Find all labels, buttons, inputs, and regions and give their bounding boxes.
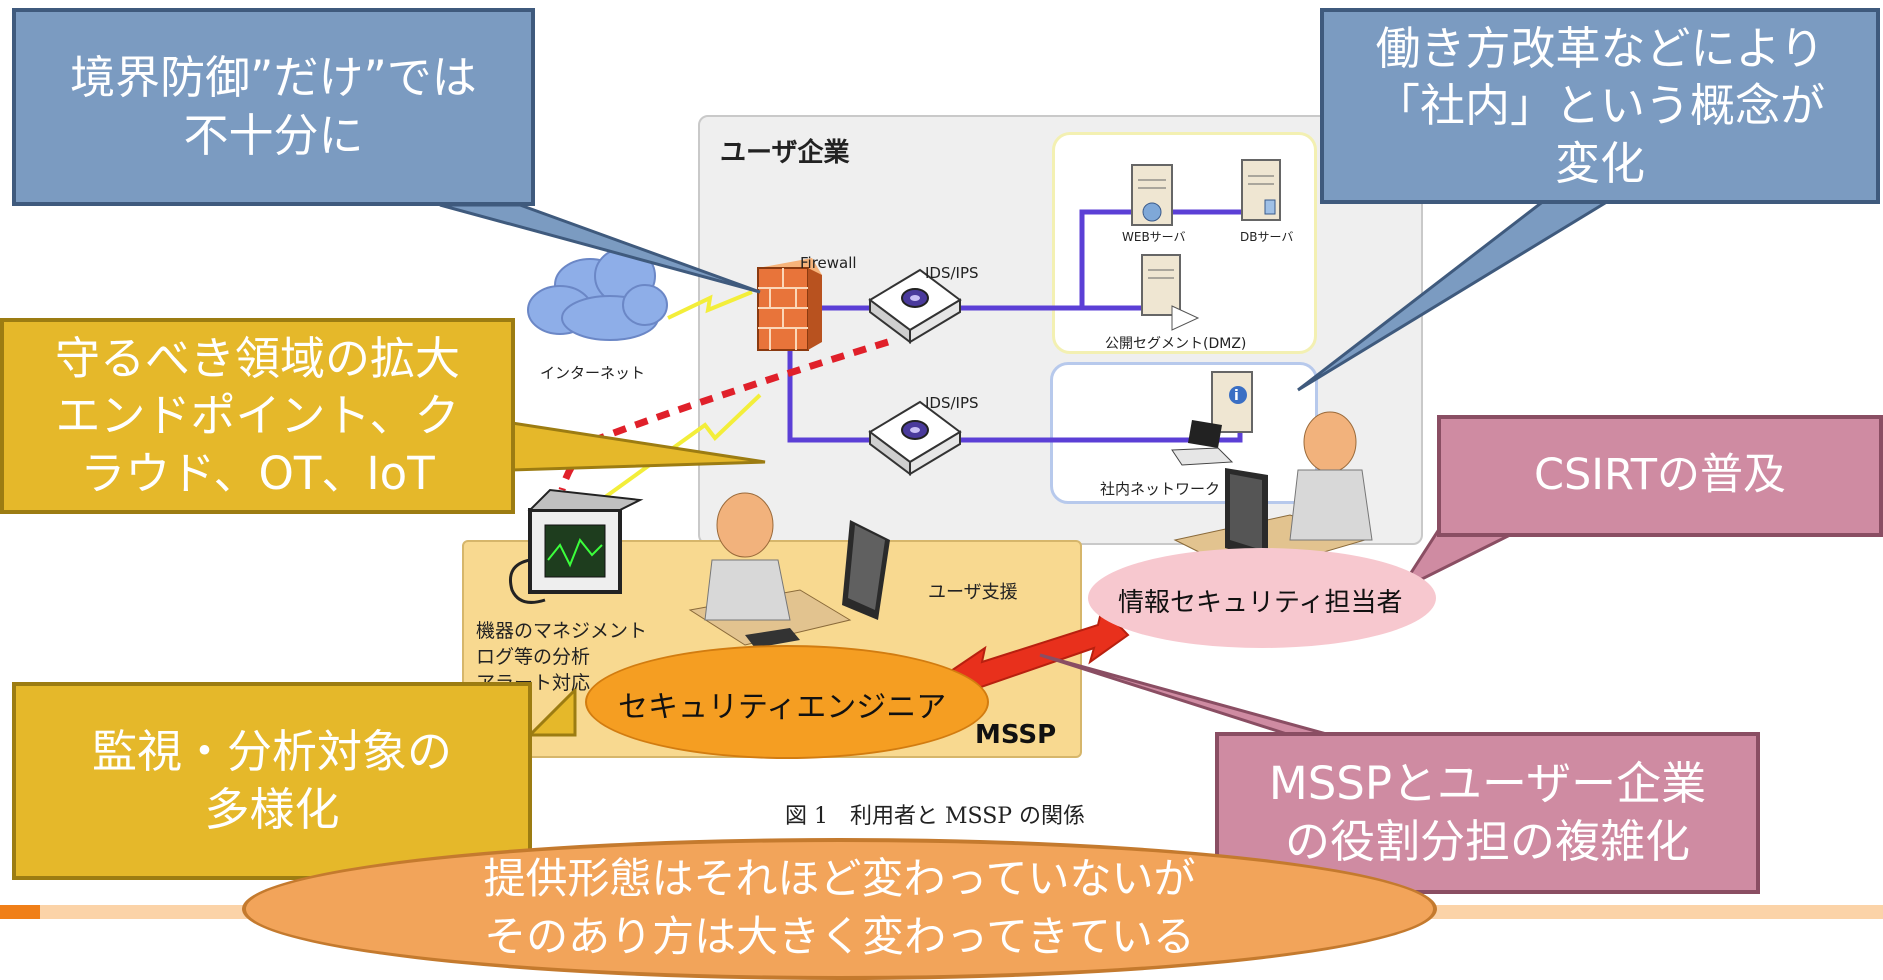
mssp-label: MSSP <box>975 720 1057 750</box>
internal-server-icon: i <box>1211 371 1253 433</box>
db-server-icon <box>1241 159 1281 221</box>
footer-accent <box>0 905 40 919</box>
ids-ips-device-icon-2 <box>868 400 962 476</box>
firewall-icon <box>757 258 822 351</box>
summary-ellipse: 提供形態はそれほど変わっていないが そのあり方は大きく変わってきている <box>242 838 1437 980</box>
web-server-label: WEBサーバ <box>1122 230 1186 244</box>
callout-monitoring: 監視・分析対象の 多様化 <box>12 682 532 880</box>
callout-tail-workstyle <box>1297 198 1616 392</box>
internal-network-label: 社内ネットワーク <box>1100 480 1221 498</box>
svg-text:i: i <box>1234 388 1239 404</box>
callout-csirt: CSIRTの普及 <box>1437 415 1883 537</box>
user-support-label: ユーザ支援 <box>928 582 1018 603</box>
public-server-icon <box>1141 254 1200 331</box>
ids-ips-device-icon <box>868 268 962 344</box>
security-officer-label: 情報セキュリティ担当者 <box>1118 588 1403 618</box>
web-server-icon <box>1131 164 1173 226</box>
mssp-link-dashed <box>558 338 890 491</box>
network-diagram: i <box>439 159 1616 737</box>
monitoring-device-icon <box>509 488 644 604</box>
cloud-icon <box>527 247 668 341</box>
callout-tail-monitoring <box>526 686 577 737</box>
db-server-label: DBサーバ <box>1240 230 1294 244</box>
callout-perimeter: 境界防御”だけ”では 不十分に <box>12 8 535 206</box>
firewall-label: Firewall <box>800 254 857 272</box>
device-management-label: 機器のマネジメント <box>476 620 648 642</box>
dmz-label: 公開セグメント(DMZ) <box>1105 336 1247 352</box>
security-engineer-ellipse <box>585 645 989 759</box>
callout-tail-roles <box>1039 653 1331 737</box>
lightning-icon <box>667 290 753 320</box>
log-analysis-label: ログ等の分析 <box>476 646 591 668</box>
internal-network-zone <box>1050 362 1318 504</box>
callout-scope: 守るべき領域の拡大 エンドポイント、ク ラウド、OT、IoT <box>0 318 515 514</box>
ids-ips-label-2: IDS/IPS <box>925 394 979 412</box>
callout-tail-scope <box>510 421 766 472</box>
figure-caption: 図 1 利用者と MSSP の関係 <box>785 804 1086 829</box>
security-engineer-figure <box>688 492 890 648</box>
callout-workstyle: 働き方改革などにより 「社内」という概念が 変化 <box>1320 8 1880 204</box>
laptop-icon <box>1171 420 1234 466</box>
network-lines <box>787 209 1255 443</box>
ids-ips-label: IDS/IPS <box>925 264 979 282</box>
internet-label: インターネット <box>540 364 646 382</box>
security-officer-ellipse <box>1088 548 1436 648</box>
security-engineer-label: セキュリティエンジニア <box>618 690 947 725</box>
user-company-label: ユーザ企業 <box>720 138 850 168</box>
